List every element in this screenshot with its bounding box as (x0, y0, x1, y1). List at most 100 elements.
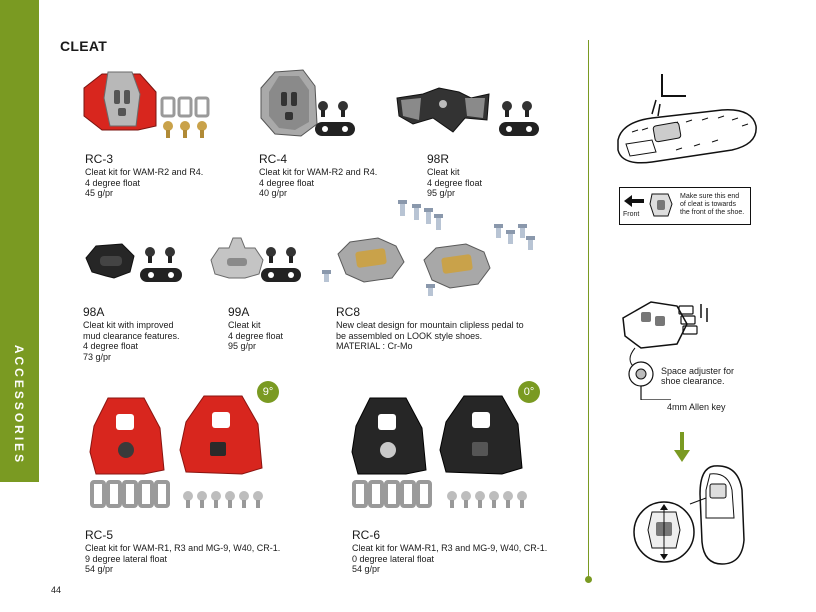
product-rc4: RC-4 Cleat kit for WAM-R2 and R4. 4 degr… (259, 152, 377, 199)
rc3-cleat-plate (103, 71, 141, 127)
rc3-image (83, 71, 210, 138)
rc3-slot (118, 108, 126, 116)
front-label: Front (623, 211, 640, 218)
orientation-note-line: the front of the shoe. (680, 209, 745, 216)
product-rc6: RC-6 Cleat kit for WAM-R1, R3 and MG-9, … (352, 528, 547, 575)
rc3-bolt (163, 121, 173, 131)
product-line: Cleat kit (427, 167, 460, 177)
sidebar-label: ACCESSORIES (4, 330, 34, 480)
product-name: 98R (427, 152, 450, 166)
product-line: 4 degree float (85, 177, 141, 188)
product-line: mud clearance features. (83, 330, 180, 341)
rc3-bolt (197, 121, 207, 131)
shoe-adjust-diagram (633, 465, 745, 565)
product-line: 73 g/pr (83, 351, 112, 362)
product-name: RC8 (336, 305, 361, 319)
product-name: 98A (83, 305, 105, 319)
98a-bolt (145, 247, 155, 257)
rc5-bolts (183, 491, 263, 508)
orientation-note-line: Make sure this end (680, 193, 740, 200)
rc4-image (260, 69, 355, 137)
98a-washer (140, 268, 182, 282)
product-line: 4 degree float (228, 330, 284, 341)
product-line: Cleat kit for WAM-R2 and R4. (85, 167, 204, 177)
adjuster-note-line: Space adjuster for (661, 366, 735, 376)
rc5-spacers (90, 480, 170, 508)
product-line: 40 g/pr (259, 188, 288, 198)
product-line: 95 g/pr (228, 341, 257, 351)
rc3-slot (114, 90, 120, 104)
rc3-bolt (180, 121, 190, 131)
adjuster-note: Space adjuster for shoe clearance. (661, 366, 734, 386)
product-name: RC-5 (85, 528, 114, 542)
rc6-cleat-right (439, 395, 523, 475)
rc6-cleat-left (351, 397, 427, 475)
product-line: Cleat kit (228, 320, 261, 330)
rc3-spacer (160, 96, 176, 118)
rc6-bolts (447, 491, 527, 508)
page-title: CLEAT (60, 38, 108, 54)
product-line: 4 degree float (259, 177, 315, 188)
product-line: Cleat kit with improved (83, 320, 174, 330)
product-line: 9 degree lateral float (85, 553, 168, 564)
product-rc3: RC-3 Cleat kit for WAM-R2 and R4. 4 degr… (85, 152, 203, 199)
99a-bolt (266, 247, 276, 257)
rc5-float-badge: 9° (257, 381, 279, 403)
rc4-bolt (338, 101, 348, 111)
99a-image (210, 237, 301, 282)
shoe-sole (617, 109, 757, 164)
front-arrow-icon (624, 195, 644, 207)
allen-key-icon (661, 74, 686, 97)
product-line: 95 g/pr (427, 188, 456, 198)
rc5-image (89, 395, 263, 508)
product-rc5: RC-5 Cleat kit for WAM-R1, R3 and MG-9, … (85, 528, 280, 575)
98r-bolt (522, 101, 532, 111)
product-line: MATERIAL : Cr-Mo (336, 341, 413, 351)
rc8-bolt-group (322, 200, 535, 296)
product-rc8: RC8 New cleat design for mountain cliple… (336, 305, 524, 352)
product-line: Cleat kit for WAM-R2 and R4. (259, 167, 378, 177)
rc3-slot (124, 90, 130, 104)
product-99a: 99A Cleat kit 4 degree float 95 g/pr (228, 305, 283, 352)
down-arrow-icon (674, 432, 690, 462)
product-line: 45 g/pr (85, 188, 114, 198)
allen-key-label: 4mm Allen key (667, 402, 726, 412)
orientation-note: Make sure this end of cleat is towards t… (680, 193, 744, 217)
product-name: RC-6 (352, 528, 381, 542)
shoe-outline (699, 465, 745, 565)
98a-image (85, 243, 182, 282)
rc4-bolt (318, 101, 328, 111)
product-name: 99A (228, 305, 250, 319)
column-divider (588, 40, 589, 580)
rc6-image (351, 395, 527, 508)
product-line: Cleat kit for WAM-R1, R3 and MG-9, W40, … (352, 543, 548, 553)
product-line: 4 degree float (83, 341, 139, 351)
product-line: 54 g/pr (352, 564, 381, 574)
rc3-spacer (194, 96, 210, 118)
adjuster-note-line: shoe clearance. (661, 376, 725, 386)
product-line: Cleat kit for WAM-R1, R3 and MG-9, W40, … (85, 543, 281, 553)
product-98a: 98A Cleat kit with improved mud clearanc… (83, 305, 180, 362)
shoe-install-diagram (617, 74, 757, 164)
product-98r: 98R Cleat kit 4 degree float 95 g/pr (427, 152, 482, 199)
98r-image (396, 87, 539, 136)
98r-washer (499, 122, 539, 136)
orientation-note-line: of cleat is towards (680, 201, 737, 208)
rc5-cleat-right (179, 395, 263, 475)
product-line: 0 degree lateral float (352, 553, 435, 564)
rc3-spacer (177, 96, 193, 118)
99a-bolt (286, 247, 296, 257)
product-name: RC-3 (85, 152, 114, 166)
orientation-note-box (619, 187, 751, 225)
product-line: 4 degree float (427, 177, 483, 188)
rc8-image (322, 200, 535, 296)
product-name: RC-4 (259, 152, 288, 166)
rc6-spacers (352, 480, 432, 508)
99a-washer (261, 268, 301, 282)
98r-bolt (502, 101, 512, 111)
rc6-float-badge: 0° (518, 381, 540, 403)
product-line: New cleat design for mountain clipless p… (336, 320, 524, 330)
98a-bolt (165, 247, 175, 257)
adjuster-diagram (622, 301, 708, 400)
divider-end-dot (585, 576, 592, 583)
